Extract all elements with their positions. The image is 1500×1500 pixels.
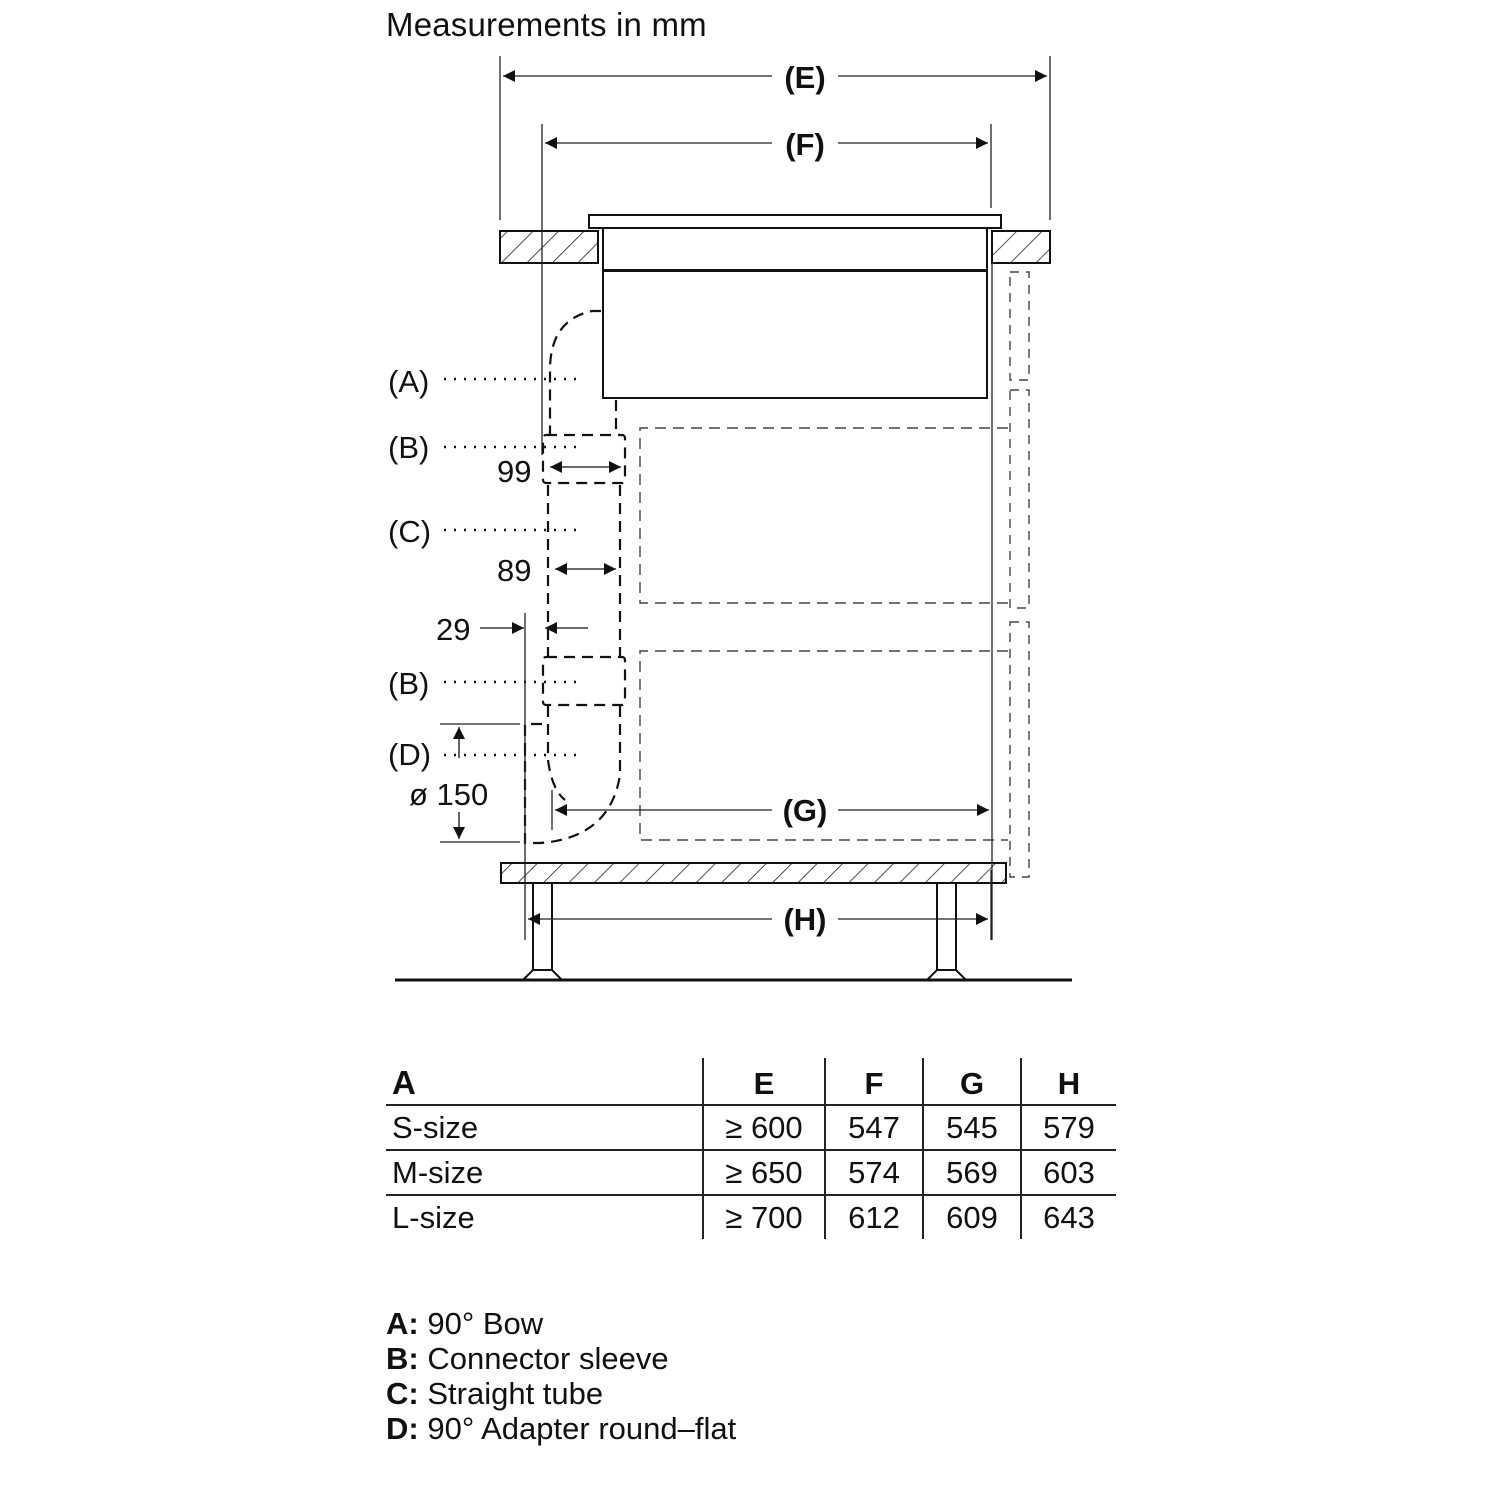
dimension-e: (E) [499,56,1051,220]
table-header-f: F [824,1058,923,1105]
h-cell: 603 [1020,1149,1116,1195]
table-row: S-size ≥ 600 547 545 579 [386,1104,1116,1150]
legend-text: Straight tube [427,1376,604,1411]
legend-key: B: [386,1341,419,1376]
component-callouts: (A) (B) (C) (B) (D) [388,364,582,772]
f-cell: 547 [824,1104,923,1150]
table-header-row: A E F G H [386,1058,1116,1105]
dimension-h: (H) [528,870,992,940]
measurement-89-label: 89 [497,553,531,588]
g-cell: 545 [922,1104,1021,1150]
measurement-diameter-label: ø 150 [409,777,488,812]
f-cell: 574 [824,1149,923,1195]
callout-a: (A) [388,364,429,399]
e-cell: ≥ 700 [702,1194,825,1239]
g-cell: 609 [922,1194,1021,1239]
page-title: Measurements in mm [386,6,707,43]
legend-key: A: [386,1306,419,1341]
duct-assembly [523,309,627,845]
legend-item-c: C: Straight tube [386,1376,736,1411]
table-row: M-size ≥ 650 574 569 603 [386,1149,1116,1195]
dimension-g-label: (G) [783,793,828,828]
cabinet-base [500,862,1007,884]
e-cell: ≥ 600 [702,1104,825,1150]
table-header-e: E [702,1058,825,1105]
callout-c: (C) [388,514,431,549]
table-header-a: A [392,1064,416,1101]
e-cell: ≥ 650 [702,1149,825,1195]
component-legend: A: 90° Bow B: Connector sleeve C: Straig… [386,1306,736,1446]
size-cell: S-size [386,1104,703,1150]
measurement-89: 89 [497,553,616,588]
table-row: L-size ≥ 700 612 609 643 [386,1194,1116,1239]
size-cell: M-size [386,1149,703,1195]
legend-text: 90° Adapter round–flat [427,1411,737,1446]
table-header-h: H [1020,1058,1116,1105]
measurement-99-label: 99 [497,454,531,489]
side-panels [1009,271,1030,878]
callout-d: (D) [388,737,431,772]
legend-item-a: A: 90° Bow [386,1306,736,1341]
measurement-diameter: ø 150 [409,723,520,843]
legend-text: Connector sleeve [427,1341,669,1376]
drawers [639,427,1008,841]
h-cell: 643 [1020,1194,1116,1239]
cabinet-legs [520,882,969,981]
dimensions-table: A E F G H S-size ≥ 600 547 545 579 M-siz… [386,1058,1116,1239]
f-cell: 612 [824,1194,923,1239]
legend-key: D: [386,1411,419,1446]
callout-b-lower: (B) [388,666,429,701]
dimension-g: (G) [551,790,989,830]
measurement-29: 29 [436,612,588,940]
dimension-f-label: (F) [785,127,825,162]
legend-item-b: B: Connector sleeve [386,1341,736,1376]
dimension-e-label: (E) [784,60,825,95]
measurement-29-label: 29 [436,612,470,647]
callout-b-upper: (B) [388,430,429,465]
g-cell: 569 [922,1149,1021,1195]
h-cell: 579 [1020,1104,1116,1150]
legend-text: 90° Bow [427,1306,544,1341]
dimension-f: (F) [541,124,992,455]
legend-key: C: [386,1376,419,1411]
table-header-g: G [922,1058,1021,1105]
measurement-99: 99 [497,454,621,489]
cooktop [588,214,1002,399]
installation-drawing: (E) (F) [388,56,1072,982]
worktop [499,230,1051,264]
dimension-h-label: (H) [783,902,826,937]
size-cell: L-size [386,1194,703,1239]
legend-item-d: D: 90° Adapter round–flat [386,1411,736,1446]
